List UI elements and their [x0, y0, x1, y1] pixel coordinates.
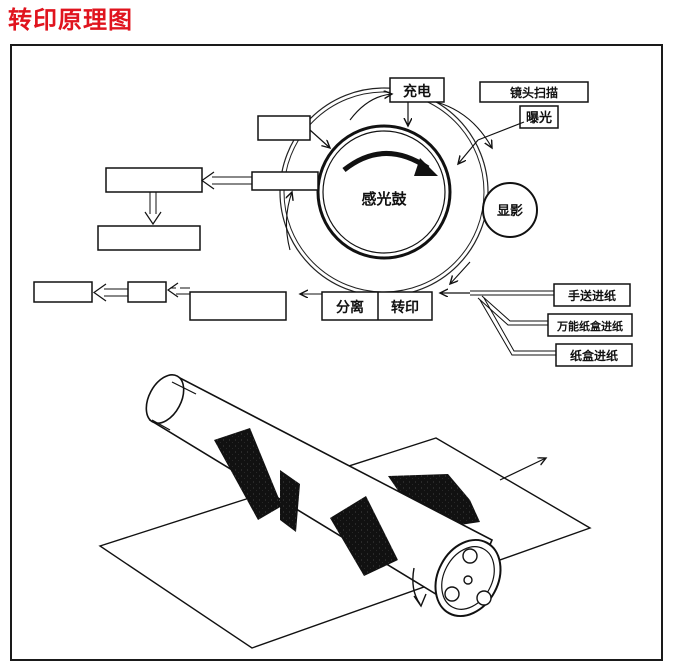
lens-scan-label: 镜头扫描: [510, 85, 558, 100]
feed-source-manual: 手送进纸: [553, 283, 631, 307]
lens-scan-box: 镜头扫描: [479, 81, 589, 103]
separate-label: 分离: [336, 299, 364, 316]
drum-end-cap: [434, 538, 502, 618]
transfer-label: 转印: [391, 299, 419, 316]
svg-text:纸盒进纸: 纸盒进纸: [570, 348, 618, 363]
charge-box: 充电: [389, 77, 445, 103]
drum-label: 感光鼓: [361, 190, 407, 208]
output-tray-box: [127, 281, 167, 303]
paper-motion-arrow: [499, 458, 546, 481]
fixing-box: [189, 291, 287, 321]
cycle-arrow-left: [286, 192, 292, 251]
charge-label: 充电: [403, 83, 431, 100]
toner-recovery-box: [251, 171, 319, 191]
cleaning-arrow: [309, 129, 330, 148]
develop-roller: 显影: [482, 182, 538, 238]
cleaning-box: [257, 115, 311, 141]
exposure-label: 曝光: [526, 110, 552, 126]
svg-text:手送进纸: 手送进纸: [568, 288, 616, 303]
diagram-frame: [10, 44, 663, 661]
page-title: 转印原理图: [8, 6, 133, 34]
paper-output-box: [33, 281, 93, 303]
process-flow: 感光鼓 充电 镜头扫描 曝光 显影: [33, 77, 633, 367]
toner-image-band-1: [214, 428, 282, 520]
separate-transfer-box: 分离 转印: [321, 291, 433, 321]
develop-label: 显影: [497, 203, 523, 219]
recovery-arrow: [200, 171, 215, 190]
cycle-arrow-bottom: [450, 261, 471, 284]
feed-source-cassette: 纸盒进纸: [555, 343, 633, 367]
waste-toner-box: [105, 167, 203, 193]
exposure-arrow: [458, 139, 479, 164]
waste-toner-bottle: [97, 225, 201, 251]
toner-image-band-2: [330, 496, 398, 576]
photosensitive-drum: 感光鼓: [316, 124, 452, 260]
drum-illustration: [98, 374, 592, 649]
feed-source-universal-tray: 万能纸盒进纸: [547, 313, 633, 337]
cycle-arrow-right: [435, 101, 492, 148]
cycle-arrow-top: [349, 94, 392, 121]
svg-text:万能纸盒进纸: 万能纸盒进纸: [556, 319, 623, 333]
toner-image-on-paper: [388, 474, 480, 528]
exposure-box: 曝光: [519, 105, 559, 129]
